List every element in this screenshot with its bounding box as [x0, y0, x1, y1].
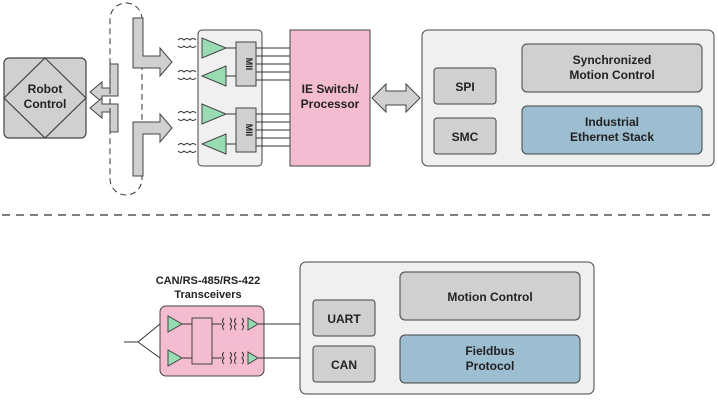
transformer-bottom: [177, 111, 197, 153]
trx-controller-lines: [258, 323, 300, 359]
fieldbus-block: [399, 334, 581, 384]
uart-label: UART: [327, 312, 361, 326]
amp-mii-links: [226, 47, 236, 145]
stack-label-line2: Ethernet Stack: [570, 130, 654, 144]
phy-tx-amp-2: [201, 103, 228, 125]
switch-label-line1: IE Switch/: [302, 82, 359, 96]
switch-controller-arrow: [371, 82, 421, 114]
motion-control-block: [399, 271, 581, 321]
spi-label: SPI: [455, 80, 474, 94]
smc-label: SMC: [452, 130, 479, 144]
trx-core-block: [191, 317, 213, 365]
robot-label-line2: Control: [24, 97, 67, 111]
robot-arrow-in: [89, 63, 119, 104]
mii-label-b: MII: [244, 124, 254, 137]
fieldbus-label-line2: Protocol: [466, 359, 515, 373]
motion-control-label: Motion Control: [447, 290, 532, 304]
sync-motion-block: [521, 43, 703, 93]
sync-label-line1: Synchronized: [573, 53, 652, 67]
transformer-top: [177, 38, 197, 80]
phy-tx-amp-1: [201, 37, 228, 59]
stack-label-line1: Industrial: [585, 115, 639, 129]
mii-label-a: MII: [244, 58, 254, 71]
robot-diamond: [3, 57, 87, 139]
cable-arrow-bottom: [132, 112, 173, 177]
can-block: [312, 345, 376, 383]
robot-label-line1: Robot: [28, 82, 63, 96]
fieldbus-label-line1: Fieldbus: [465, 344, 515, 358]
cable-outline: [109, 2, 143, 196]
bus-input-lines: [124, 323, 161, 359]
transceivers-label-line2: Transceivers: [174, 289, 241, 301]
transceivers-label-line1: CAN/RS-485/RS-422: [156, 275, 261, 287]
sync-label-line2: Motion Control: [569, 68, 654, 82]
trx-amp-2: [167, 349, 184, 367]
trx-out-amp-1: [247, 317, 259, 331]
smc-block: [433, 117, 497, 155]
trx-inner-links: [182, 323, 222, 359]
ethernet-stack-block: [521, 105, 703, 155]
trx-isolation-coils: [222, 317, 244, 365]
switch-label-line2: Processor: [301, 97, 360, 111]
spi-block: [433, 67, 497, 105]
mii-switch-bus: [256, 47, 290, 147]
can-label: CAN: [331, 358, 357, 372]
cable-arrow-top: [132, 17, 173, 78]
trx-amp-1: [167, 315, 184, 333]
uart-block: [312, 299, 376, 337]
ie-switch-block: [289, 29, 371, 167]
trx-out-amp-2: [247, 351, 259, 365]
robot-arrow-out: [89, 96, 119, 133]
